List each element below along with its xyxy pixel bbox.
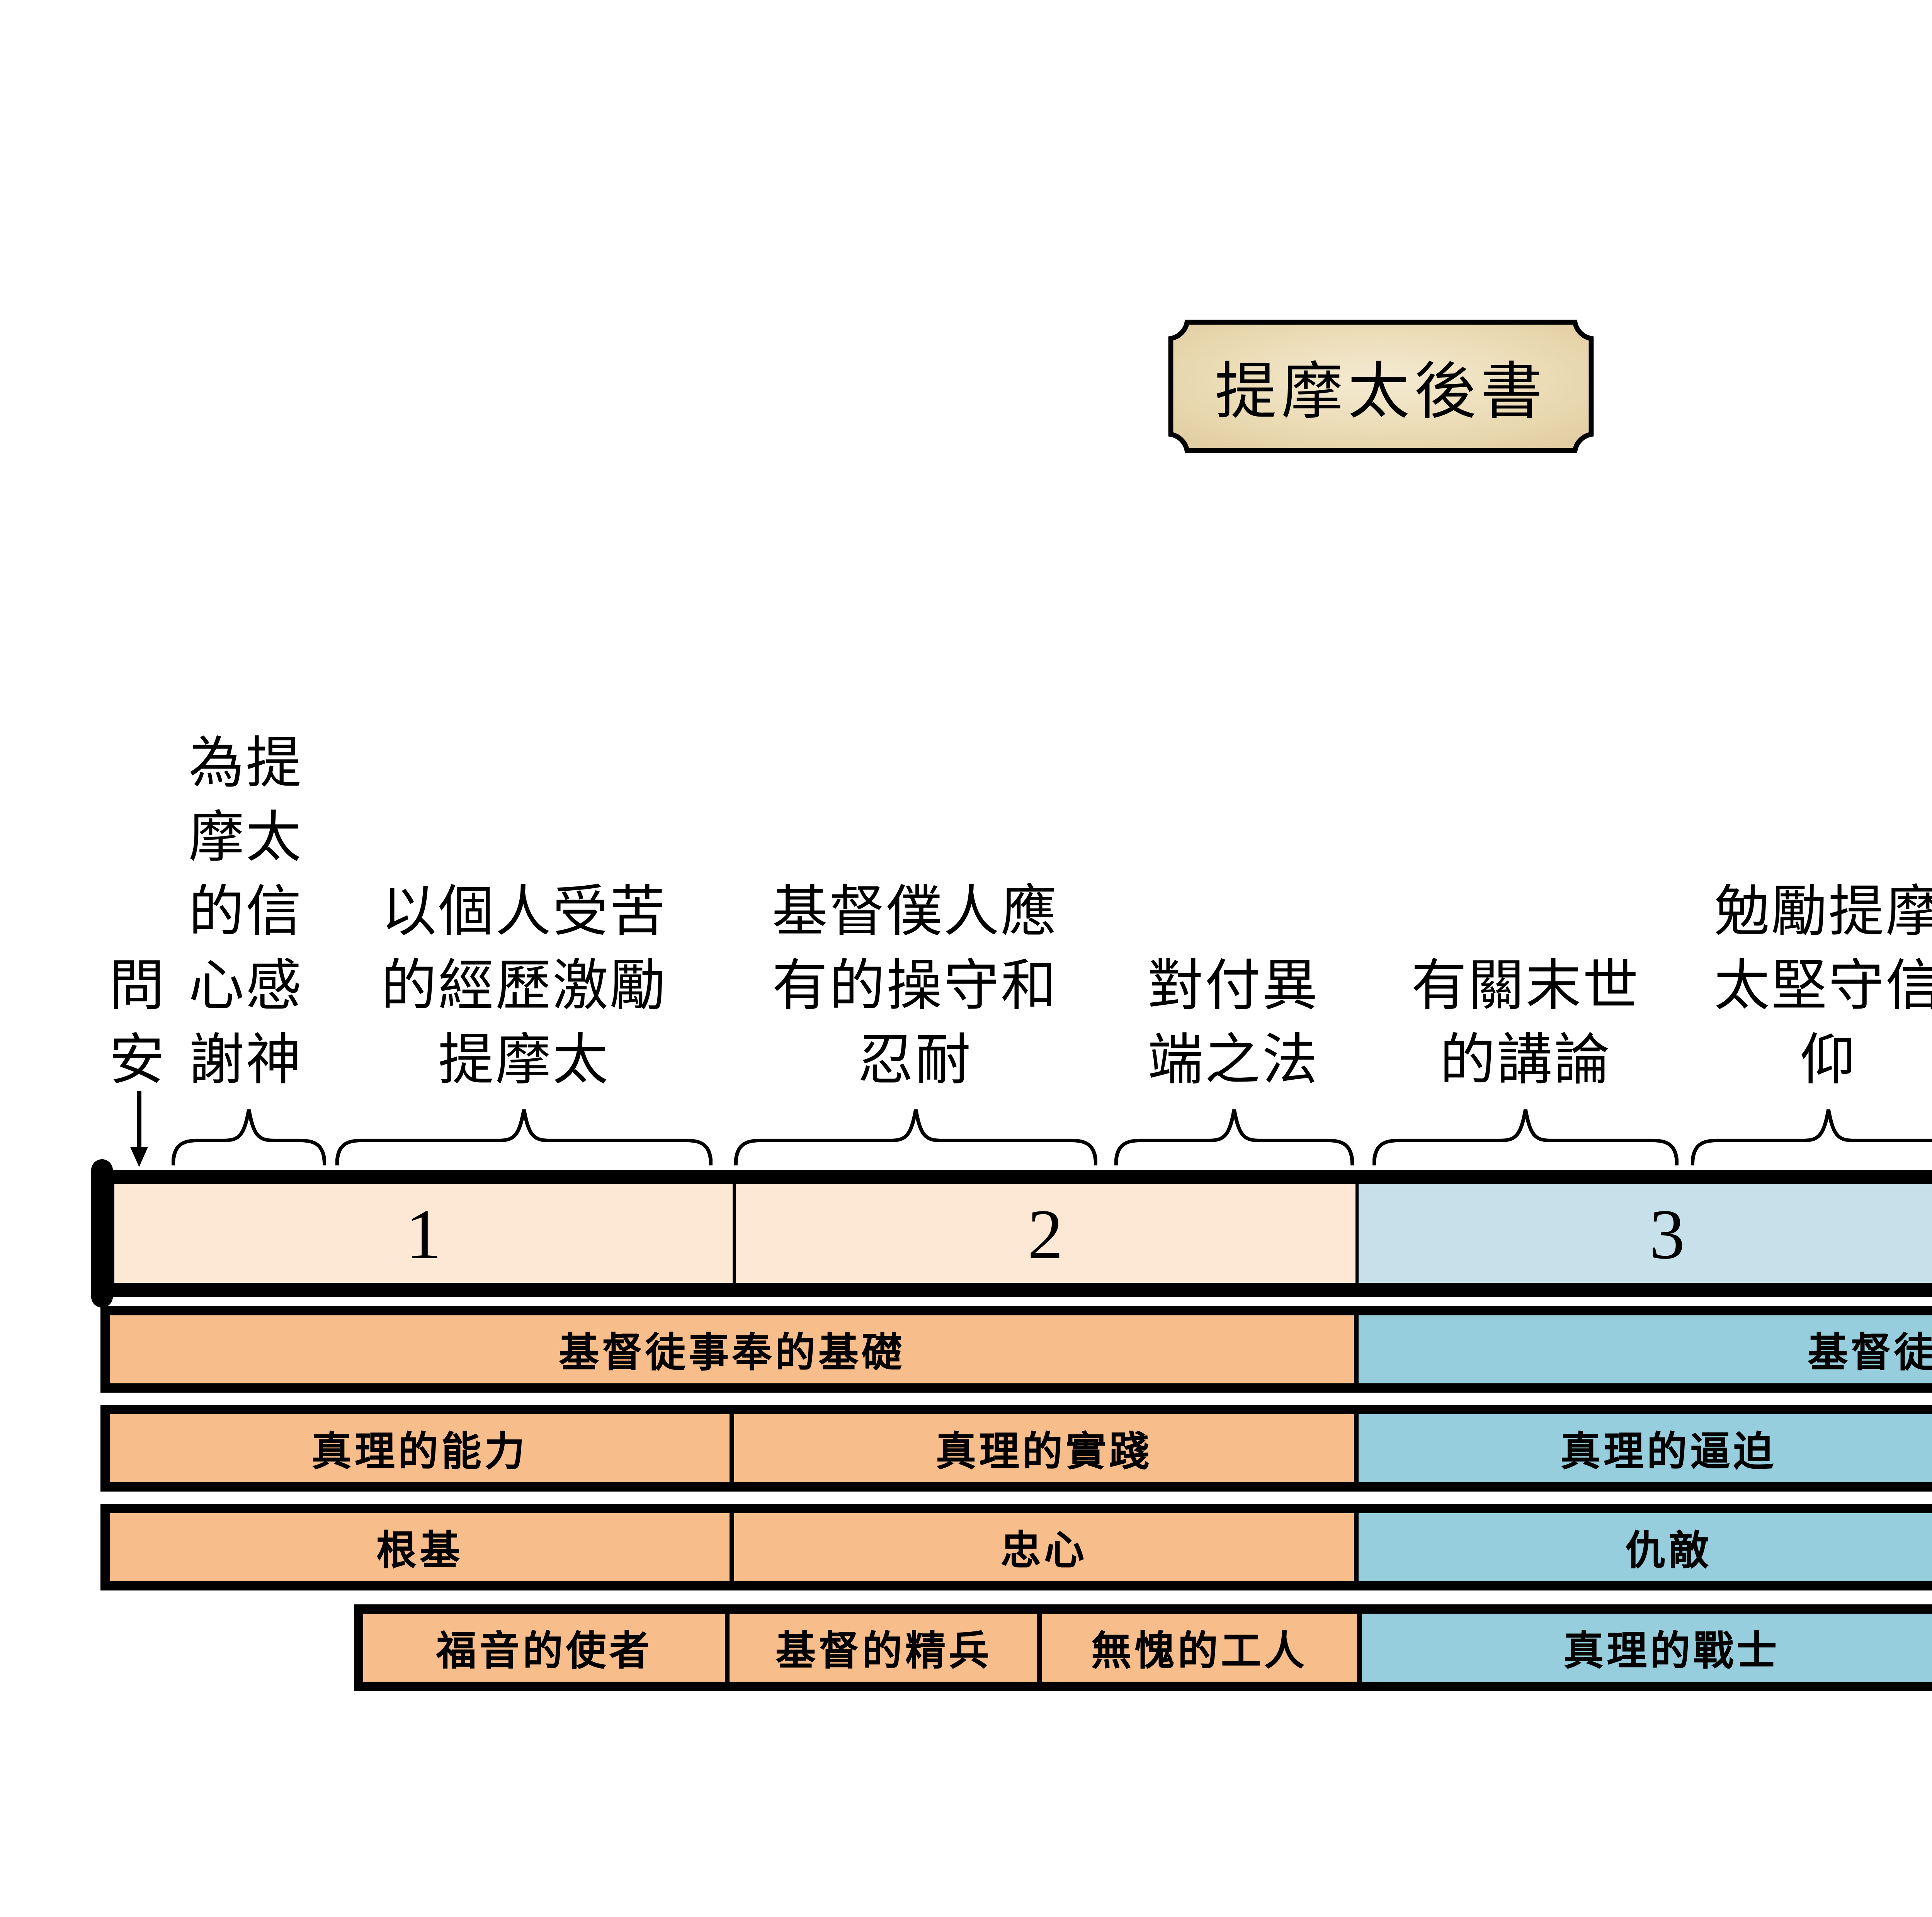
brace-icon-3 xyxy=(734,1107,1097,1165)
chapter-bar: 1 2 3 4 xyxy=(100,1170,1932,1297)
anno-last-days-discourse: 有關末世 的講論 xyxy=(1411,954,1640,1091)
theme-row: 基督徒事奉的基礎 基督徒事奉的困難 xyxy=(100,1306,1932,1393)
chapter-2-cell: 2 xyxy=(736,1184,1355,1283)
chapter-3-number: 3 xyxy=(1649,1194,1685,1273)
anno-thanks-for-faith: 為提 摩太 的信 心感 謝神 xyxy=(188,731,303,1091)
identity-cell-messenger: 福音的使者 xyxy=(363,1614,726,1682)
truth-row: 真理的能力 真理的實踐 真理的逼迫 真理的傳講 xyxy=(100,1405,1932,1492)
truth-cell-persecution: 真理的逼迫 xyxy=(1359,1414,1932,1482)
anno-hold-fast-faith: 勉勵提摩 太堅守信 仰 xyxy=(1714,879,1932,1091)
theme-difficulty-label: 基督徒事奉的困難 xyxy=(1807,1328,1932,1375)
keyword-cell-enemy: 仇敵 xyxy=(1359,1513,1932,1581)
anno-encourage-by-suffering: 以個人受苦 的經歷激勵 提摩太 xyxy=(381,879,667,1091)
truth-practice-label: 真理的實踐 xyxy=(935,1427,1152,1474)
plaque-shape-icon xyxy=(1168,320,1594,453)
keyword-foundation-label: 根基 xyxy=(376,1526,463,1573)
brace-icon-2 xyxy=(335,1107,713,1165)
title-plaque: 提摩太後書 xyxy=(1167,318,1595,454)
identity-soldier-label: 基督的精兵 xyxy=(775,1627,992,1673)
theme-cell-difficulty: 基督徒事奉的困難 xyxy=(1359,1315,1932,1383)
keyword-faithful-label: 忠心 xyxy=(1000,1526,1087,1573)
keyword-row: 根基 忠心 仇敵 無畏 xyxy=(100,1504,1932,1590)
timeline-left-endcap xyxy=(91,1159,113,1308)
identity-warrior-label: 真理的戰士 xyxy=(1563,1627,1780,1673)
identity-cell-worker: 無愧的工人 xyxy=(1042,1614,1357,1682)
truth-power-label: 真理的能力 xyxy=(311,1427,528,1474)
arrow-down-icon xyxy=(125,1091,153,1167)
identity-worker-label: 無愧的工人 xyxy=(1091,1627,1308,1673)
brace-icon-6 xyxy=(1691,1107,1932,1165)
identity-cell-soldier: 基督的精兵 xyxy=(730,1614,1037,1682)
identity-messenger-label: 福音的使者 xyxy=(436,1627,653,1673)
brace-icon-1 xyxy=(172,1107,326,1165)
truth-cell-practice: 真理的實踐 xyxy=(734,1414,1354,1482)
identity-cell-warrior: 真理的戰士 xyxy=(1361,1614,1932,1682)
brace-icon-5 xyxy=(1372,1107,1679,1165)
keyword-enemy-label: 仇敵 xyxy=(1625,1526,1712,1573)
truth-persecution-label: 真理的逼迫 xyxy=(1560,1427,1777,1474)
chapter-1-number: 1 xyxy=(406,1194,442,1273)
identity-row: 福音的使者 基督的精兵 無愧的工人 真理的戰士 殉道的烈士 xyxy=(354,1604,1932,1691)
theme-cell-foundation: 基督徒事奉的基礎 xyxy=(110,1315,1354,1383)
brace-icon-4 xyxy=(1114,1107,1354,1165)
anno-greeting-opening: 問 安 xyxy=(109,954,167,1091)
chapter-1-cell: 1 xyxy=(114,1184,733,1283)
keyword-cell-foundation: 根基 xyxy=(110,1513,730,1581)
truth-cell-power: 真理的能力 xyxy=(110,1414,730,1482)
keyword-cell-faithful: 忠心 xyxy=(734,1513,1354,1581)
anno-servant-conduct: 基督僕人應 有的操守和 忍耐 xyxy=(772,879,1058,1091)
chapter-2-number: 2 xyxy=(1027,1194,1063,1273)
chapter-3-cell: 3 xyxy=(1358,1184,1932,1283)
anno-deal-with-heresy: 對付異 端之法 xyxy=(1147,954,1320,1091)
theme-foundation-label: 基督徒事奉的基礎 xyxy=(558,1328,905,1375)
page-title: 提摩太後書 xyxy=(1215,359,1547,427)
